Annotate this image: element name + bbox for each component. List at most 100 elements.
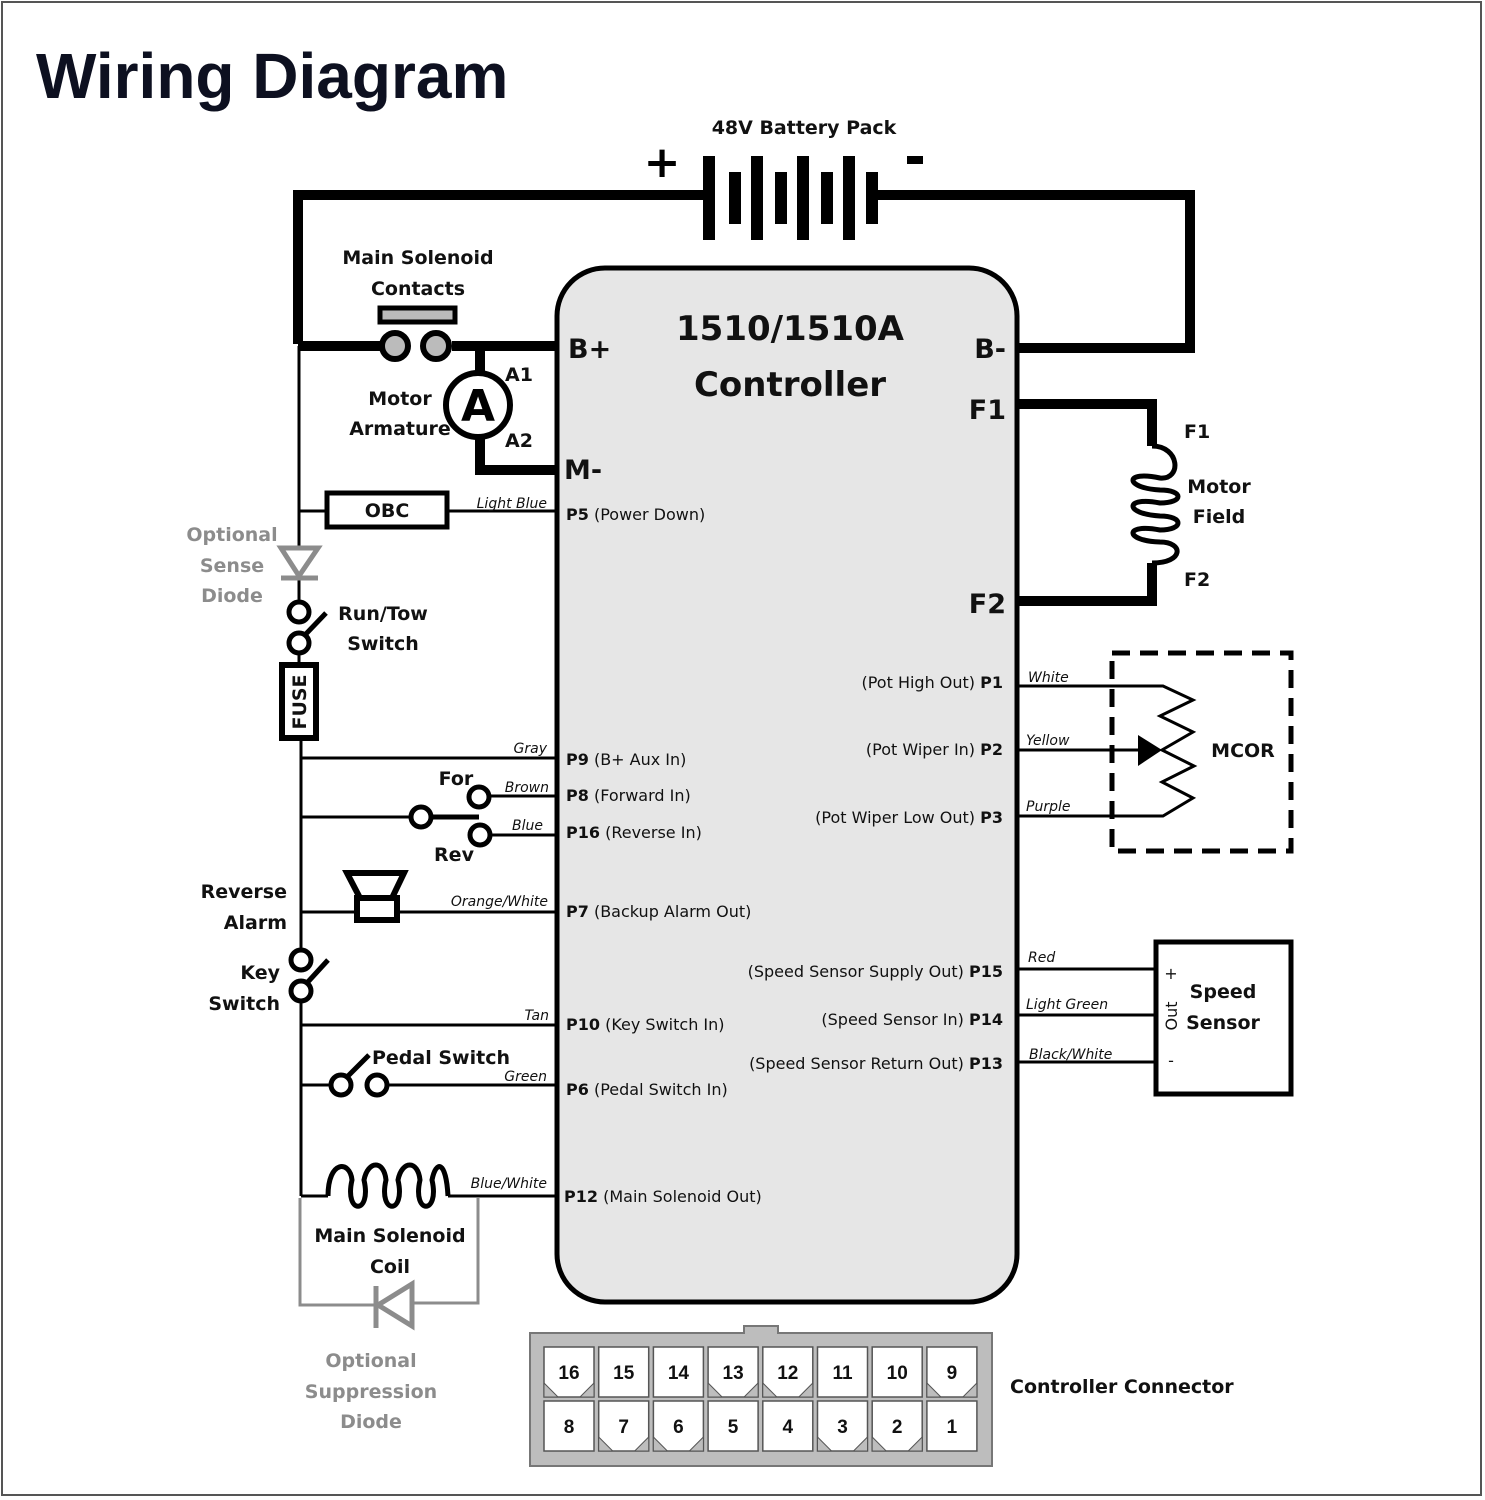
wire-label-p1: White <box>1028 670 1069 686</box>
pin-label-p5: P5 (Power Down) <box>566 505 705 524</box>
fuse: FUSE <box>279 662 319 741</box>
battery-minus-sign <box>907 156 923 164</box>
connector-pin-12: 12 <box>762 1346 814 1398</box>
wire-label-p12: Blue/White <box>471 1176 547 1192</box>
motor-field-label-2: Field <box>1193 506 1246 528</box>
optional-suppression-diode: Optional Suppression Diode <box>298 1198 480 1433</box>
svg-text:Diode: Diode <box>340 1411 402 1433</box>
connector-pin-number: 15 <box>613 1363 635 1384</box>
pin-label-p12: P12 (Main Solenoid Out) <box>564 1187 762 1206</box>
connector-pin-7: 7 <box>597 1400 650 1452</box>
connector-pin-15: 15 <box>597 1346 650 1398</box>
wire-label-p15: Red <box>1028 950 1055 966</box>
terminal-m-minus: M- <box>564 455 602 486</box>
connector-pin-8: 8 <box>543 1400 595 1452</box>
connector-pin-13: 13 <box>707 1346 759 1398</box>
connector-pin-16: 16 <box>543 1346 595 1398</box>
pin-label-p3: (Pot Wiper Low Out) P3 <box>815 808 1003 827</box>
terminal-b-minus: B- <box>974 334 1006 365</box>
terminal-b-plus: B+ <box>568 334 611 365</box>
sensor-minus: - <box>1168 1051 1174 1070</box>
speed-sensor-label-1: Speed <box>1190 981 1257 1003</box>
controller-body <box>554 265 1020 1305</box>
main-solenoid-coil-label-1: Main Solenoid <box>314 1225 465 1247</box>
connector-pin-number: 13 <box>723 1363 744 1384</box>
wire-label-p6: Green <box>504 1069 547 1085</box>
controller-name-line2: Controller <box>694 365 886 405</box>
connector-pin-2: 2 <box>871 1400 923 1452</box>
svg-text:Suppression: Suppression <box>305 1381 437 1403</box>
motor-field-label-1: Motor <box>1187 476 1251 498</box>
pin-label-p14: (Speed Sensor In) P14 <box>821 1010 1003 1029</box>
connector-pin-4: 4 <box>762 1400 814 1452</box>
battery-pack: 48V Battery Pack + <box>293 117 1195 353</box>
wire-label-p3: Purple <box>1026 799 1070 815</box>
controller-connector-label: Controller Connector <box>1010 1376 1234 1398</box>
connector-pin-14: 14 <box>652 1346 705 1398</box>
pin-label-p7: P7 (Backup Alarm Out) <box>566 902 751 921</box>
optional-sense-diode: Optional Sense Diode <box>186 524 323 607</box>
wire-label-p9: Gray <box>514 741 548 757</box>
armature-symbol: A <box>461 381 495 432</box>
pedal-switch-label: Pedal Switch <box>372 1047 510 1069</box>
connector-pin-6: 6 <box>652 1400 705 1452</box>
speed-sensor: + Out - Speed Sensor <box>1017 939 1294 1097</box>
connector-pin-number: 7 <box>618 1417 629 1438</box>
forward-label: For <box>439 768 474 790</box>
connector-pin-10: 10 <box>871 1346 923 1398</box>
svg-text:Sense: Sense <box>200 555 264 577</box>
main-solenoid-coil-label-2: Coil <box>370 1256 410 1278</box>
sensor-out: Out <box>1162 1001 1181 1030</box>
field-f1-label: F1 <box>1184 421 1210 443</box>
connector-pin-number: 2 <box>892 1417 903 1438</box>
pin-label-p10: P10 (Key Switch In) <box>566 1015 725 1034</box>
mcor-label: MCOR <box>1211 740 1275 762</box>
fuse-label: FUSE <box>289 674 311 729</box>
terminal-f2: F2 <box>969 589 1006 620</box>
pin-label-p8: P8 (Forward In) <box>566 786 691 805</box>
pin-label-p13: (Speed Sensor Return Out) P13 <box>749 1054 1003 1073</box>
svg-text:Diode: Diode <box>201 585 263 607</box>
obc: OBC <box>299 490 557 530</box>
run-tow-label-1: Run/Tow <box>338 603 428 625</box>
wire-label-p5: Light Blue <box>477 496 547 512</box>
connector-pin-number: 12 <box>777 1363 798 1384</box>
main-solenoid-coil: Main Solenoid Coil <box>301 1162 557 1278</box>
run-tow-label-2: Switch <box>347 633 419 655</box>
wire-label-p13: Black/White <box>1029 1047 1112 1063</box>
pin-label-p9: P9 (B+ Aux In) <box>566 750 686 769</box>
pin-label-p15: (Speed Sensor Supply Out) P15 <box>748 962 1003 981</box>
motor-field: F1 F2 Motor Field <box>1017 399 1251 606</box>
mcor: MCOR <box>1017 650 1294 854</box>
reverse-label: Rev <box>434 844 475 866</box>
reverse-alarm-label-2: Alarm <box>224 912 287 934</box>
motor-armature-label-1: Motor <box>368 388 432 410</box>
svg-text:Optional: Optional <box>325 1350 416 1372</box>
connector-pin-9: 9 <box>926 1346 978 1398</box>
key-switch-label-1: Key <box>240 962 280 984</box>
connector-pin-number: 16 <box>558 1363 579 1384</box>
connector-pin-number: 5 <box>728 1417 739 1438</box>
connector-pin-number: 9 <box>947 1363 958 1384</box>
reverse-alarm-label-1: Reverse <box>201 881 287 903</box>
connector-pin-1: 1 <box>926 1400 978 1452</box>
key-switch-label-2: Switch <box>208 993 280 1015</box>
key-switch: Key Switch <box>208 947 330 1015</box>
connector-pin-number: 10 <box>887 1363 908 1384</box>
page-title: Wiring Diagram <box>36 40 508 112</box>
svg-text:Optional: Optional <box>186 524 277 546</box>
pedal-switch: Pedal Switch <box>301 1047 557 1098</box>
run-tow-switch: Run/Tow Switch <box>286 599 428 664</box>
connector-pin-3: 3 <box>816 1400 869 1452</box>
pin-label-p1: (Pot High Out) P1 <box>861 673 1003 692</box>
connector-pin-number: 1 <box>947 1417 958 1438</box>
field-f2-label: F2 <box>1184 569 1210 591</box>
connector-pin-11: 11 <box>816 1346 869 1398</box>
controller-name-line1: 1510/1510A <box>676 309 905 349</box>
forward-reverse-switch: For Rev <box>301 768 557 866</box>
speed-sensor-label-2: Sensor <box>1186 1012 1260 1034</box>
sensor-plus: + <box>1164 964 1177 983</box>
